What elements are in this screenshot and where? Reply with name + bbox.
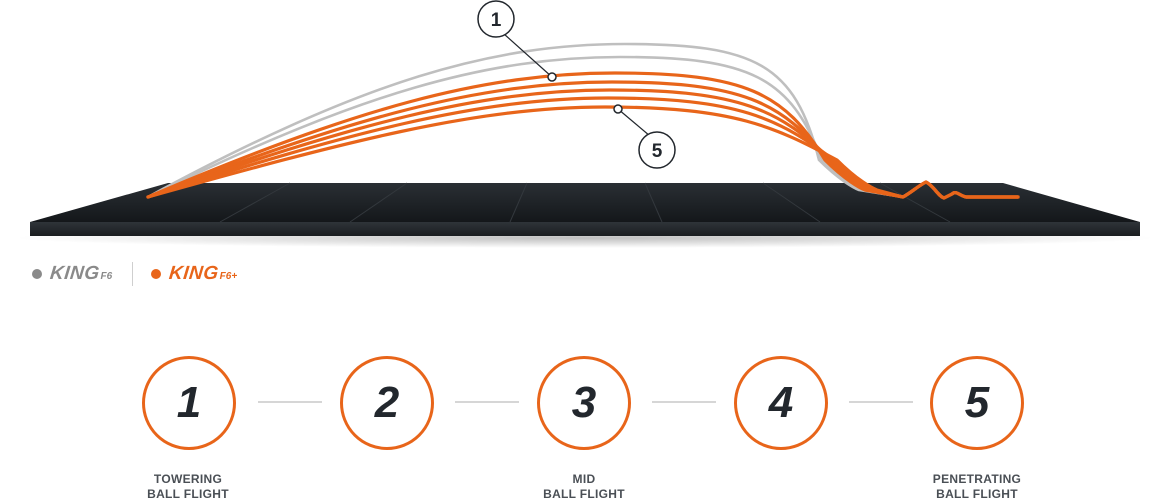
legend: KING F6 KING F6+ xyxy=(32,262,237,286)
trajectory-group xyxy=(146,42,1020,200)
label-penetrating-line1: PENETRATING xyxy=(932,472,1022,486)
step-3-button[interactable]: 3 xyxy=(537,356,631,450)
connector-3-4 xyxy=(652,401,716,403)
trajectory-f6-high xyxy=(146,42,1020,200)
legend-item-king-f6[interactable]: KING F6 xyxy=(32,263,112,285)
legend-dot-f6 xyxy=(32,269,42,279)
callout-number-bottom: 5 xyxy=(652,141,663,162)
label-penetrating-line2: BALL FLIGHT xyxy=(936,487,1018,501)
label-penetrating: PENETRATING BALL FLIGHT xyxy=(897,472,1057,502)
callout-bottom: 5 xyxy=(613,104,676,169)
connector-1-2 xyxy=(258,401,322,403)
callout-circle-top[interactable] xyxy=(477,0,515,38)
step-2-button[interactable]: 2 xyxy=(340,356,434,450)
legend-brand-f6: KING xyxy=(48,263,101,284)
step-4-button[interactable]: 4 xyxy=(734,356,828,450)
label-towering: TOWERING BALL FLIGHT xyxy=(108,472,268,502)
legend-model-f6: F6 xyxy=(100,270,113,282)
legend-divider xyxy=(132,262,134,286)
label-towering-line2: BALL FLIGHT xyxy=(147,487,229,501)
step-2-number: 2 xyxy=(374,378,400,427)
step-3-number: 3 xyxy=(571,378,597,427)
ground-platform-edge xyxy=(30,222,1140,236)
label-mid: MID BALL FLIGHT xyxy=(504,472,664,502)
legend-brand-f6-plus: KING xyxy=(168,263,220,284)
step-5-number: 5 xyxy=(964,378,990,427)
step-5-button[interactable]: 5 xyxy=(930,356,1024,450)
trajectory-f6plus-5 xyxy=(146,105,1020,200)
trajectory-f6-mid xyxy=(146,55,1020,200)
ground-grid-lines xyxy=(219,182,951,223)
ground-platform xyxy=(30,183,1140,222)
callout-number-top: 1 xyxy=(491,10,502,31)
ball-flight-illustration: 1 5 xyxy=(15,0,1155,248)
connector-2-3 xyxy=(455,401,519,403)
legend-item-king-f6-plus[interactable]: KING F6+ xyxy=(151,263,237,285)
label-mid-line2: BALL FLIGHT xyxy=(543,487,625,501)
callout-top: 1 xyxy=(477,0,557,82)
step-4-number: 4 xyxy=(768,378,794,427)
label-towering-line1: TOWERING xyxy=(153,472,223,486)
callout-circle-bottom[interactable] xyxy=(638,131,676,169)
connector-4-5 xyxy=(849,401,913,403)
step-1-number: 1 xyxy=(176,378,202,427)
step-1-button[interactable]: 1 xyxy=(142,356,236,450)
label-mid-line1: MID xyxy=(572,472,596,486)
legend-dot-f6-plus xyxy=(151,269,162,279)
legend-model-f6-plus: F6+ xyxy=(219,270,238,282)
